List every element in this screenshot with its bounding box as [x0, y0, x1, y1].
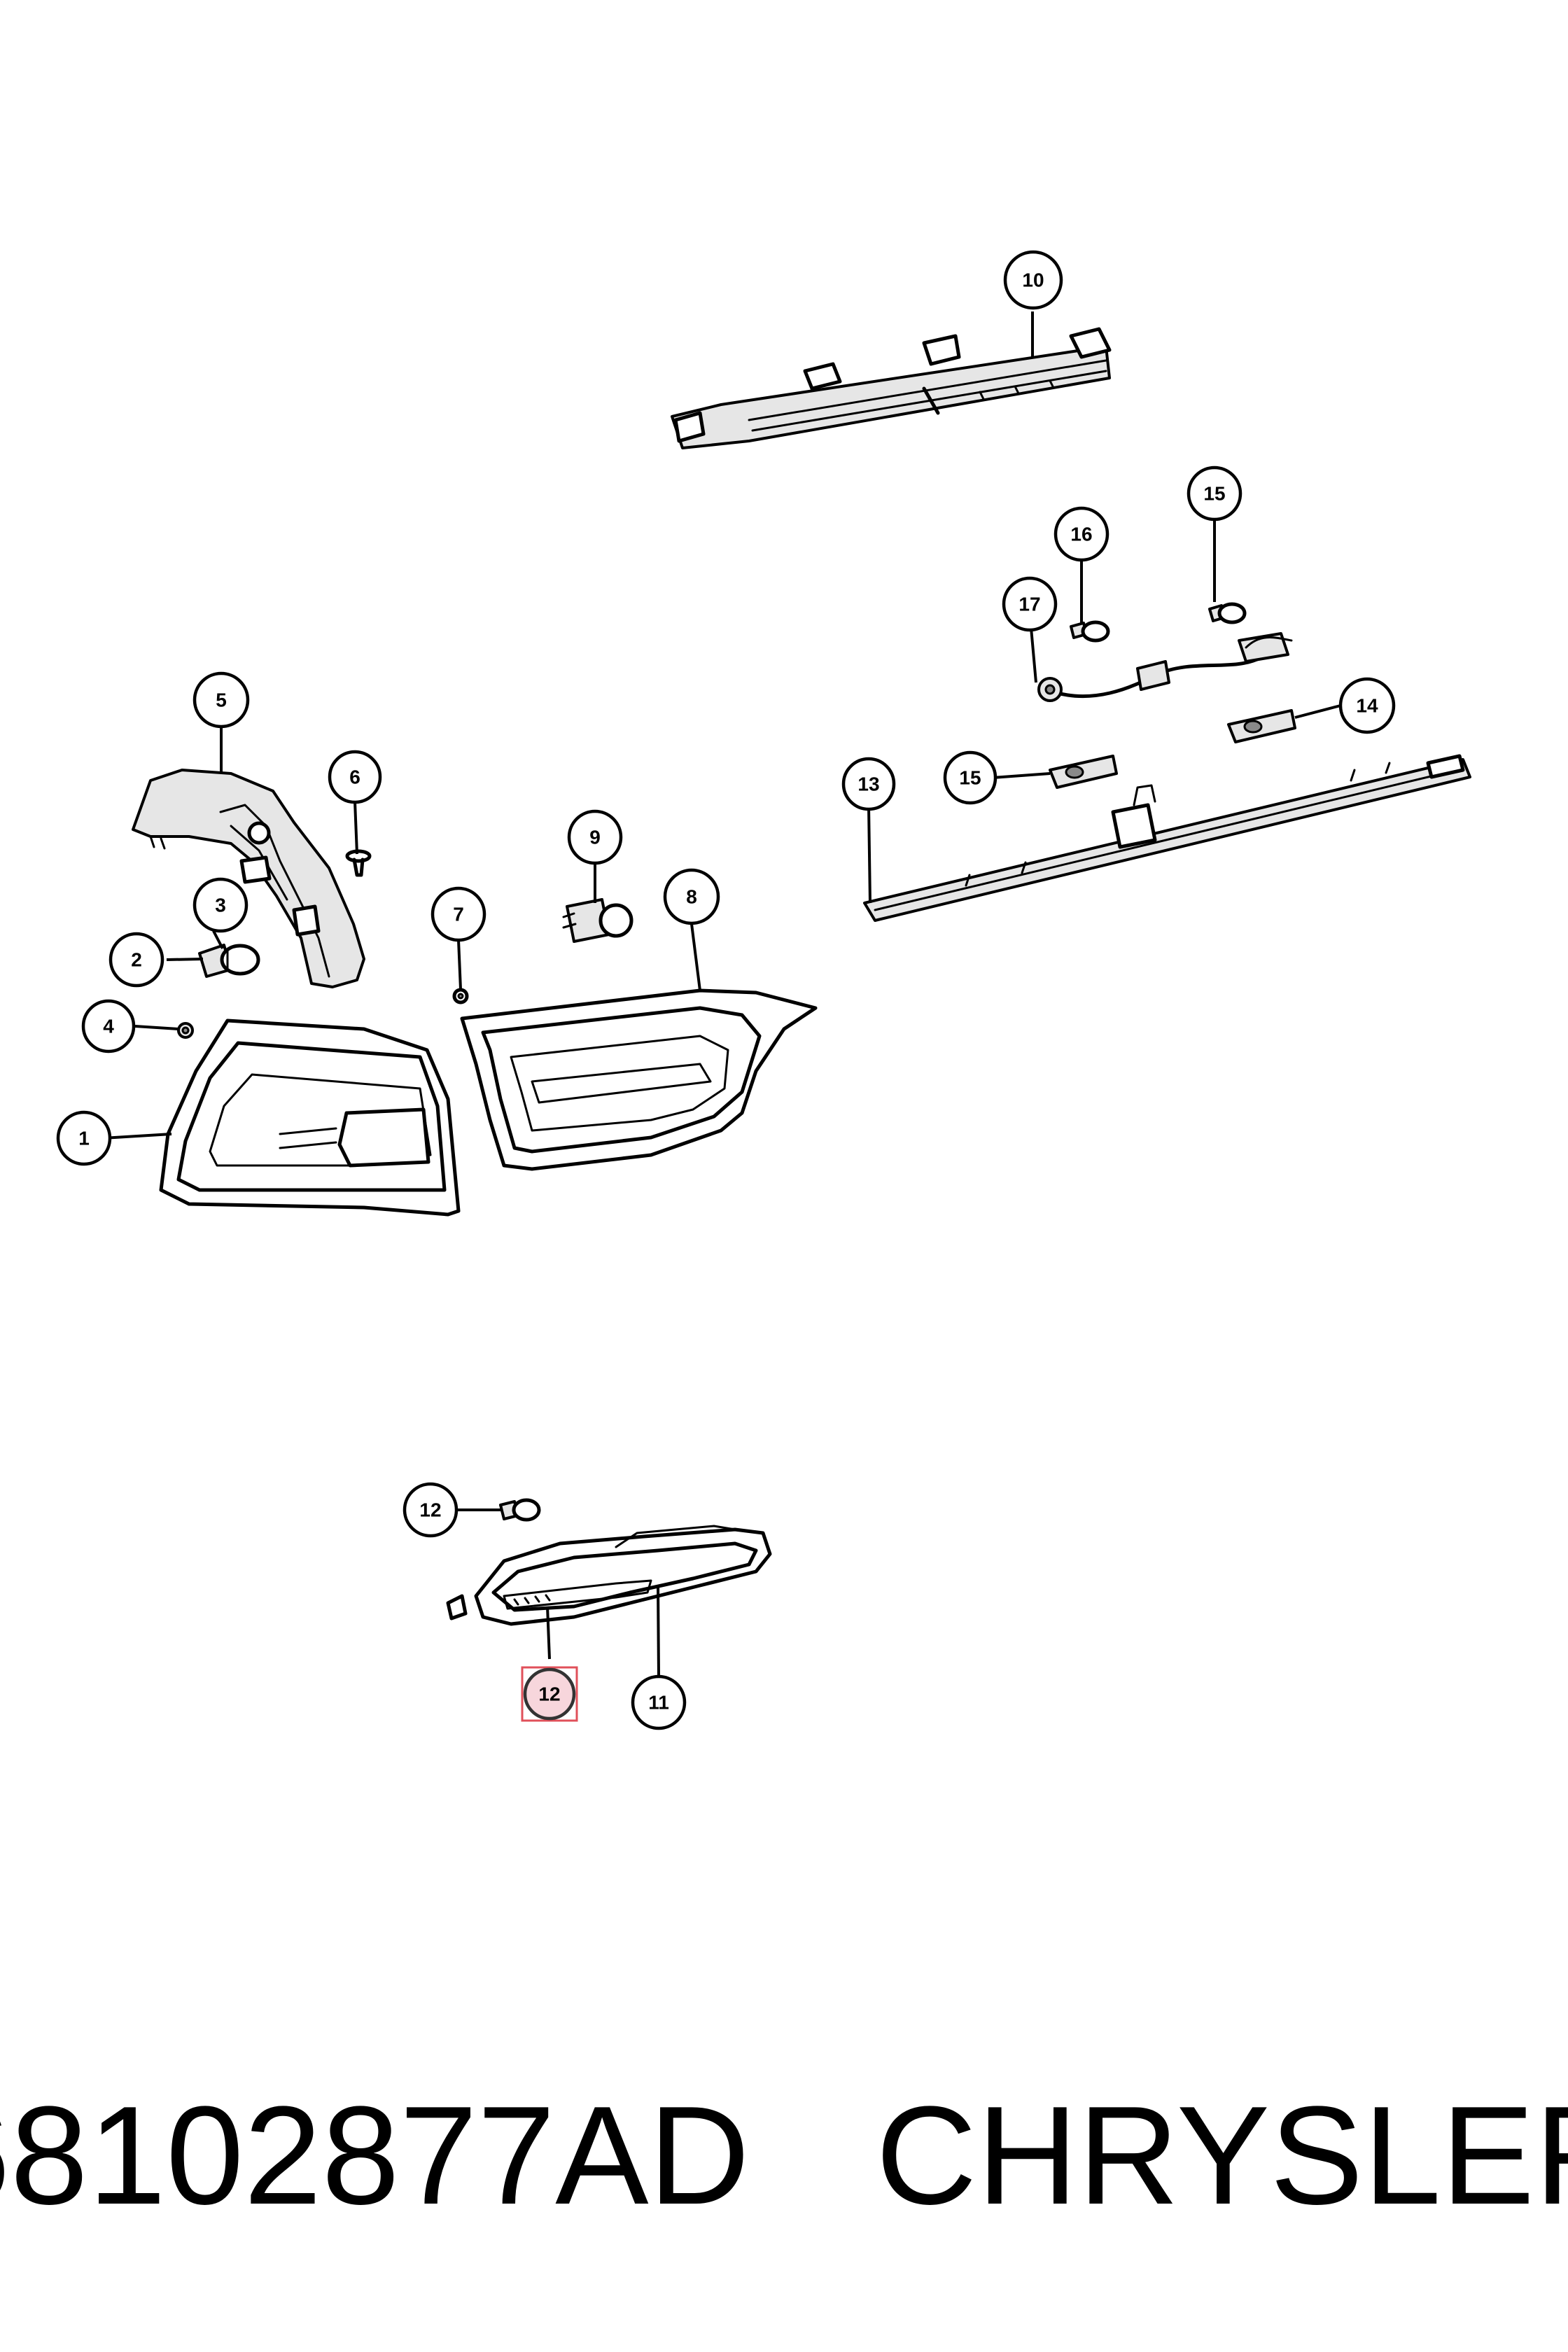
callout-label: 12: [538, 1684, 560, 1705]
callout-label: 4: [103, 1016, 114, 1037]
callout-14: 13: [841, 757, 896, 811]
part-16-bulb-right: [1208, 602, 1247, 624]
part-4-nut: [177, 1022, 194, 1039]
part-16-bulb-left: [1070, 620, 1110, 643]
callout-8: 8: [663, 868, 720, 925]
callout-17: 17: [1002, 576, 1058, 632]
callout-label: 10: [1022, 270, 1044, 291]
callout-label: 2: [131, 949, 142, 971]
callout-3: 3: [192, 877, 248, 933]
part-12-lens: [503, 1579, 652, 1610]
part-13-bulb: [499, 1498, 541, 1522]
callout-5: 5: [192, 671, 250, 729]
part-5-lamp-housing: [132, 769, 365, 988]
callout-label: 3: [215, 895, 226, 916]
part-3-bulb: [220, 944, 260, 976]
callout-2: 2: [108, 932, 164, 988]
callout-label: 17: [1018, 594, 1040, 615]
callout-10: 10: [1003, 250, 1063, 310]
callout-label: 13: [858, 774, 879, 795]
callout-16-left: 16: [1054, 506, 1110, 562]
callout-16-right: 15: [1186, 465, 1242, 522]
callout-label: 8: [686, 886, 697, 908]
part-harness-wiring: [1044, 632, 1293, 699]
part-9-bulb-socket: [562, 898, 634, 943]
callout-15-right: 14: [1338, 677, 1396, 734]
callout-7: 7: [430, 886, 486, 942]
part-15-license-lamp-right: [1227, 709, 1296, 743]
callout-15-left: 15: [943, 750, 997, 805]
callout-label: 5: [216, 690, 227, 711]
part-8-inner-tail-lamp: [460, 988, 818, 1171]
callout-label: 1: [78, 1128, 90, 1149]
part-number: 68102877AD: [0, 2078, 750, 2234]
part-6-screw: [345, 849, 372, 877]
brand-name: CHRYSLER: [876, 2078, 1568, 2234]
part-7-clip: [452, 988, 469, 1004]
callout-label: 6: [349, 766, 360, 788]
callout-11: 11: [631, 1674, 687, 1730]
caption: 68102877AD CHRYSLER: [0, 2072, 1568, 2240]
part-10-high-mount-lamp: [671, 327, 1112, 449]
part-1-outer-tail-lamp: [159, 1018, 461, 1217]
callout-6: 6: [328, 750, 382, 804]
part-11-backup-lamp: [446, 1525, 772, 1626]
callout-4: 4: [81, 999, 136, 1054]
callout-label: 16: [1070, 524, 1092, 545]
callout-label: 14: [1356, 695, 1378, 717]
callout-label: 15: [959, 767, 981, 789]
callout-label: 7: [453, 904, 464, 925]
callout-label: 12: [419, 1499, 441, 1521]
part-17-socket: [1037, 677, 1063, 702]
leader-lines: [102, 312, 1341, 1677]
callout-13: 12: [402, 1482, 458, 1538]
callout-9: 9: [567, 809, 623, 865]
callout-label: 11: [648, 1692, 669, 1714]
callout-label: 9: [589, 827, 601, 848]
callout-12-highlighted: 12: [521, 1666, 578, 1722]
part-15-license-lamp-left: [1049, 755, 1118, 789]
callout-1: 1: [56, 1110, 112, 1166]
callout-label: 15: [1203, 483, 1225, 505]
part-14-trim-bar: [863, 754, 1471, 922]
